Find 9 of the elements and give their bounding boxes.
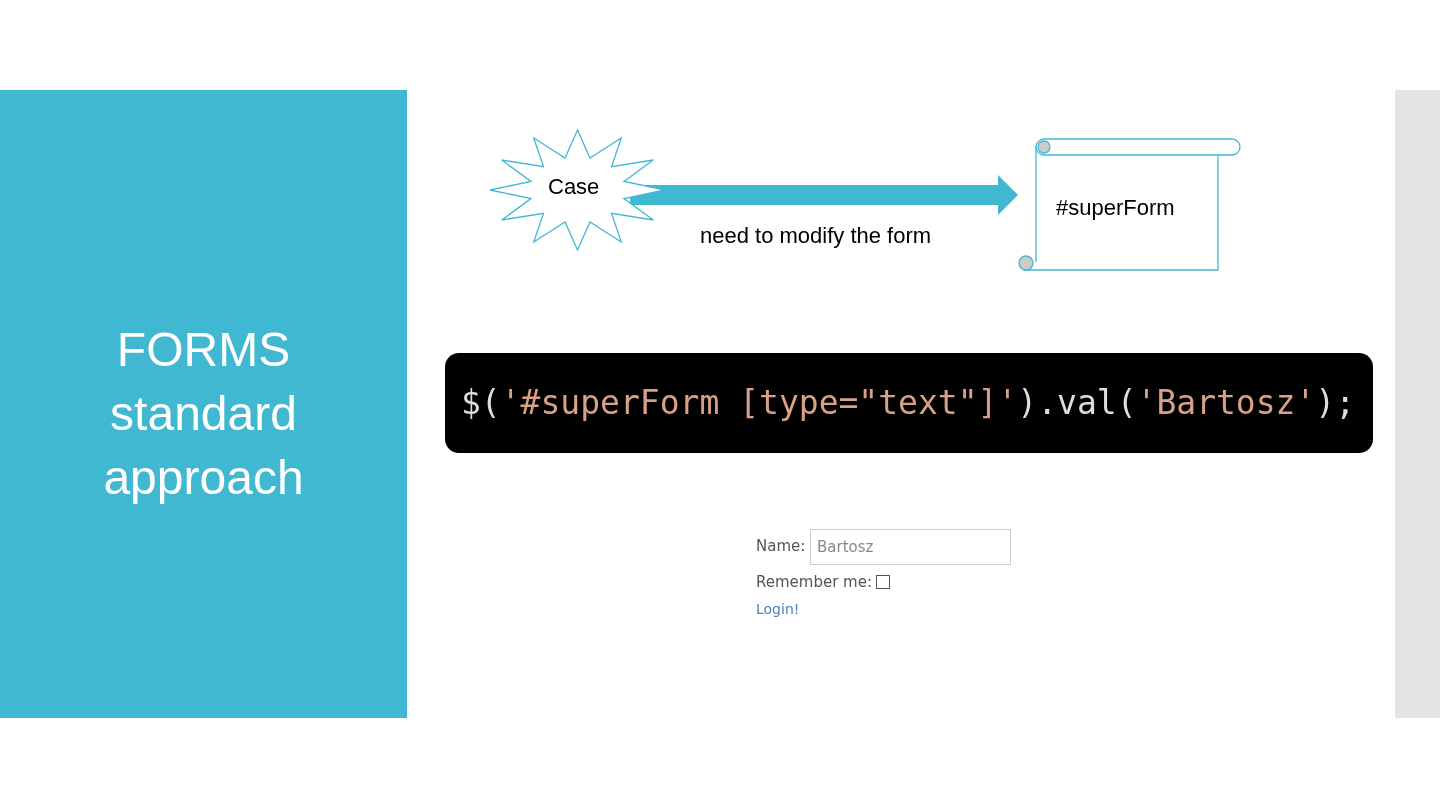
input-field: Bartosz xyxy=(810,529,1011,565)
node-label: Case xyxy=(548,174,600,200)
link: Login! xyxy=(756,601,800,617)
slide-title: FORMS standard approach xyxy=(102,322,305,506)
field-label: Remember me: xyxy=(756,573,872,591)
node-label: #superForm xyxy=(1056,195,1175,221)
code-line: $('#superForm [type="text"]').val('Bartosz'); xyxy=(461,383,1356,422)
edge-label: need to modify the form xyxy=(700,223,932,249)
field-label: Name: xyxy=(756,537,806,555)
